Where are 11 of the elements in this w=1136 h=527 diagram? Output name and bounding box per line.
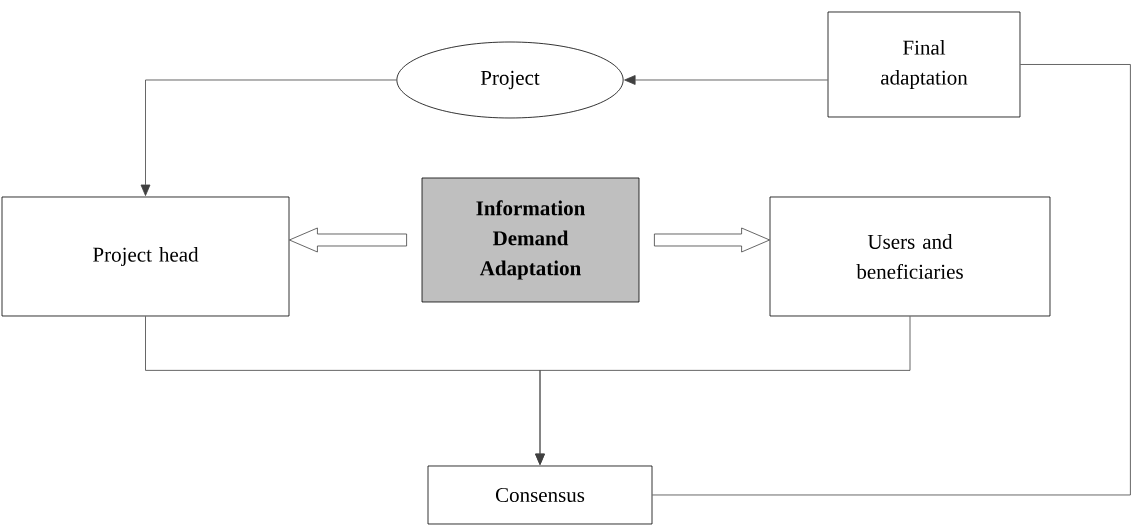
- process-box: Final adaptation: [827, 11, 1021, 118]
- connector-line: [652, 64, 1131, 496]
- block-arrow: [289, 227, 407, 253]
- process-box: Users and beneficiaries: [769, 196, 1051, 317]
- arrow: [535, 316, 911, 465]
- arrow: [140, 79, 397, 196]
- block-arrow: [654, 227, 770, 253]
- central-box: Information Demand Adaptation: [421, 177, 640, 303]
- process-box: Consensus: [427, 465, 653, 525]
- process-box: Project head: [1, 196, 290, 317]
- arrow: [624, 75, 828, 85]
